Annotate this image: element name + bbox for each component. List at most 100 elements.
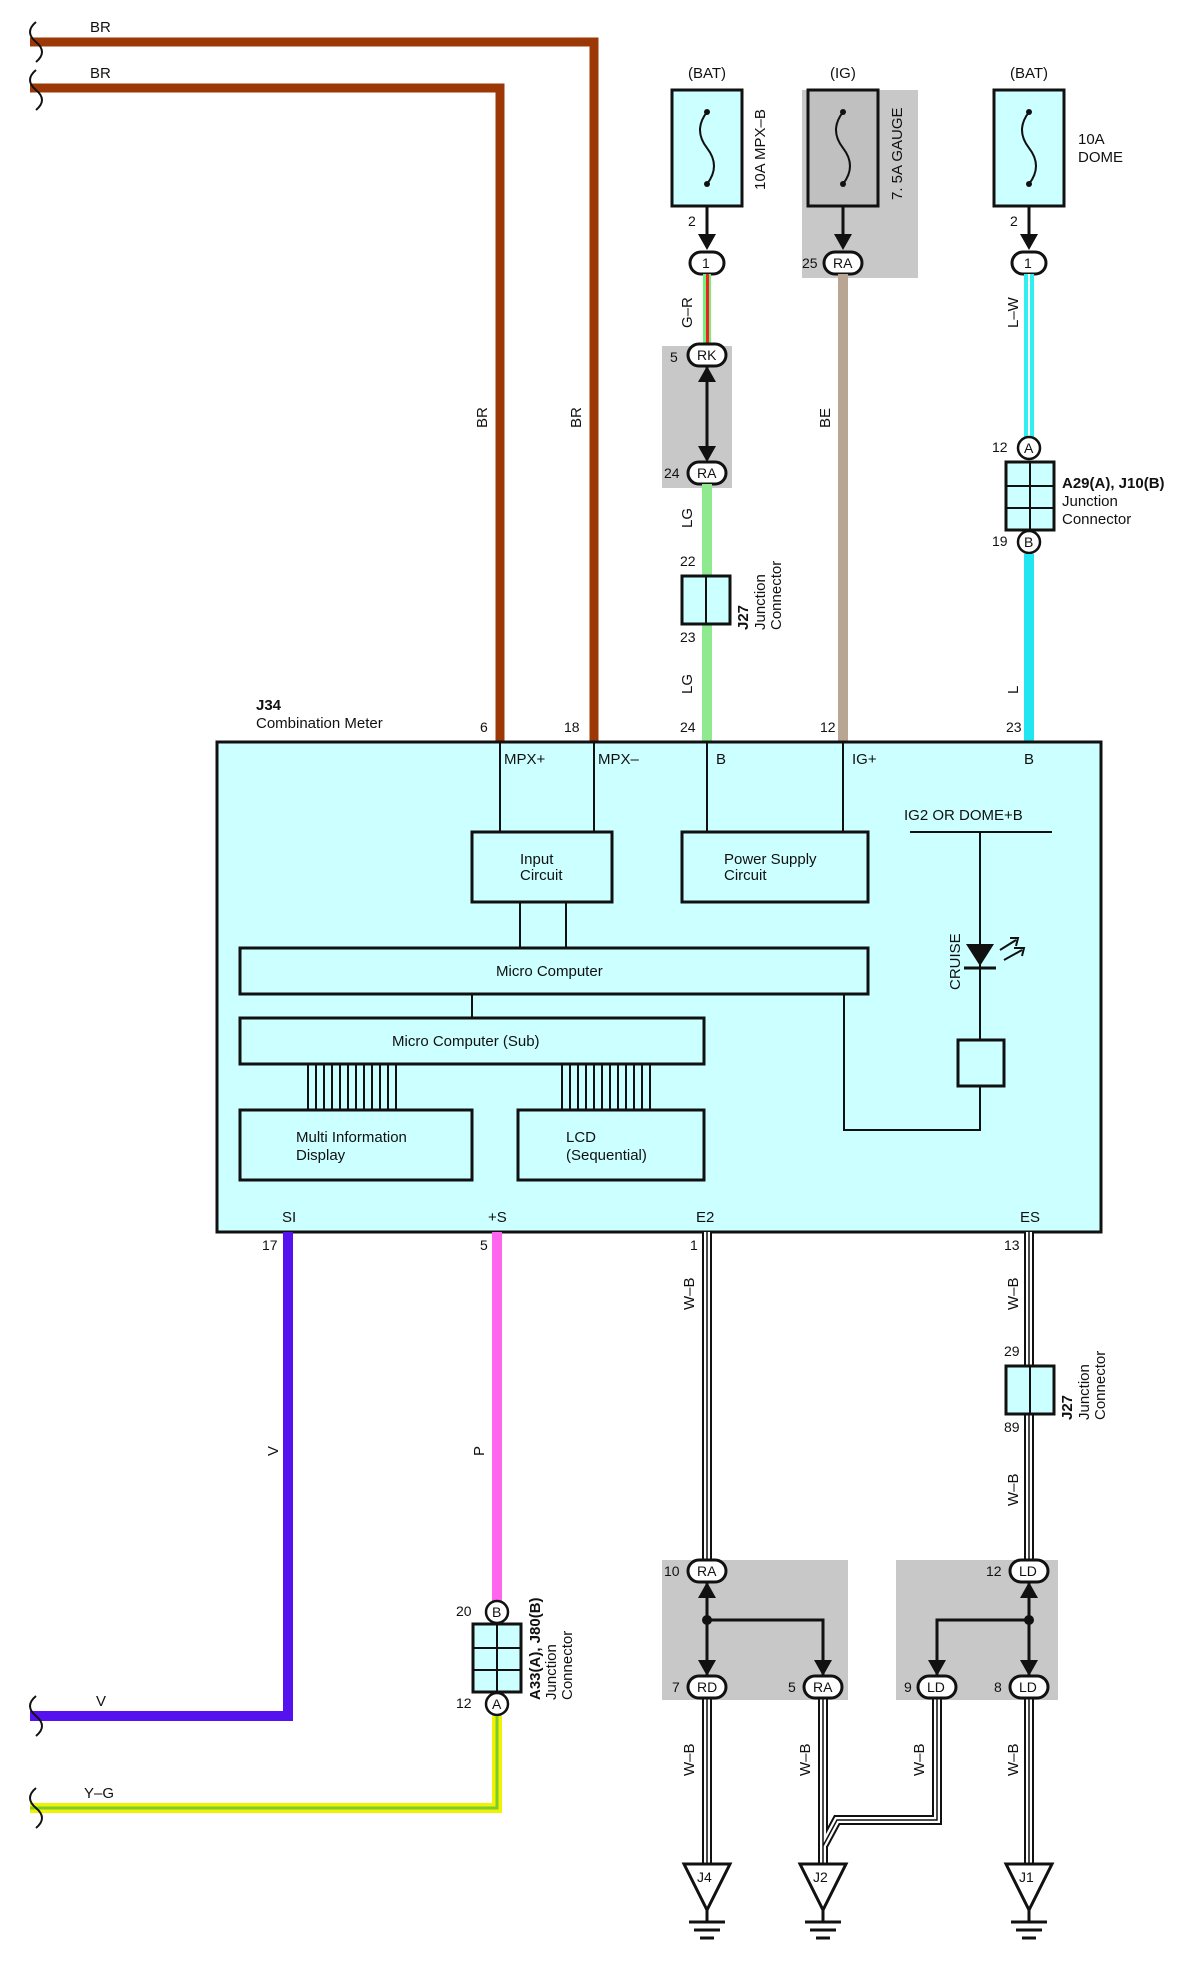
wire-label-y-g: Y–G [84,1785,114,1802]
j27-top-pin-in: 22 [680,553,696,569]
term-es: ES [1020,1209,1040,1226]
meter-code: J34 [256,697,282,714]
wire-label-l: L [1005,686,1022,694]
a33-pin-a: 12 [456,1695,472,1711]
micro-computer-sub-box [238,1016,706,1066]
input-circuit-box [470,830,614,904]
fuse-icon [835,109,851,187]
micro-computer-label: Micro Computer [496,963,603,980]
j27-top-code: J27 [735,605,752,630]
fuse3-rating-line1: 10A [1078,131,1105,148]
a29-pin-a: 12 [992,439,1008,455]
wire-label-g-r: G–R [679,297,696,328]
multi-info-line2: Display [296,1147,346,1164]
j27-bottom-pin-out: 89 [1004,1419,1020,1435]
a29-pin-b: 19 [992,533,1008,549]
wire-label-wb-es-upper: W–B [1005,1277,1022,1310]
ra5-pin: 5 [788,1679,796,1695]
lcd-box [516,1108,706,1182]
splice-right [928,1582,1038,1676]
ld12-label: LD [1019,1563,1037,1579]
wire-label-v-vertical: V [265,1446,282,1456]
fuse1-supply: (BAT) [688,65,726,82]
a29-tag-a-circle [1016,435,1042,461]
input-circuit-line1: Input [520,851,554,868]
a33-line2: Connector [559,1631,576,1700]
fuse2-arrow [834,234,852,250]
wire-y-g-stripe [30,1716,499,1810]
fuse3-supply: (BAT) [1010,65,1048,82]
wire-br-inner [30,83,505,742]
splice-left [698,1582,832,1676]
pin-top-6: 6 [480,719,488,735]
a29-tag-b-circle [1016,529,1042,555]
led-icon [964,937,1026,970]
break-mark-1 [29,21,43,63]
wire-br-outer [30,37,599,742]
j27-bottom-pin-in: 29 [1004,1343,1020,1359]
break-mark-4 [29,1787,43,1829]
a29-line2: Connector [1062,511,1131,528]
power-supply-box [680,830,870,904]
a33-code: A33(A), J80(B) [527,1597,544,1700]
pin-top-12: 12 [820,719,836,735]
meter-name: Combination Meter [256,715,383,732]
rk-pin: 5 [670,349,678,365]
fuse-icon [699,109,715,187]
input-circuit-line2: Circuit [520,867,563,884]
wire-label-l-w: L–W [1005,296,1022,328]
ground-icon [797,1862,849,1940]
ld12-pin: 12 [986,1563,1002,1579]
lcd-line1: LCD [566,1129,596,1146]
term-mpx-minus: MPX– [598,751,640,768]
fuse3-arrow [1020,234,1038,250]
ld9-pin: 9 [904,1679,912,1695]
bus-lines-left [307,1064,397,1110]
term-e2: E2 [696,1209,714,1226]
wire-label-br-vertical-left: BR [474,407,491,428]
a33-line1: Junction [543,1644,560,1700]
ra10-label: RA [697,1563,717,1579]
multi-info-line1: Multi Information [296,1129,407,1146]
ground-j2-label: J2 [813,1869,828,1885]
wire-label-wb-ld8: W–B [1005,1743,1022,1776]
j27-top-line1: Junction [752,574,769,630]
wb-wires [702,1232,1034,1864]
wire-label-wb-es-lower: W–B [1005,1473,1022,1506]
cruise-label: CRUISE [947,933,964,990]
rk-ra-arrow-up [698,366,716,382]
fuse3-pin: 2 [1010,213,1018,229]
term-plus-s: +S [488,1209,507,1226]
wire-label-lg-lower: LG [679,674,696,694]
wire-label-wb-rd: W–B [681,1743,698,1776]
pin-bottom-5: 5 [480,1237,488,1253]
a29-code: A29(A), J10(B) [1062,475,1165,492]
cruise-return-line [843,994,981,1131]
fuse1-pin: 2 [688,213,696,229]
j27-top-line2: Connector [768,561,785,630]
multi-info-display-box [238,1108,474,1182]
wire-v [30,1232,293,1721]
term-si: SI [282,1209,296,1226]
fuse1-connector-label: 1 [702,255,710,271]
ground-icon [681,1862,733,1940]
fuse3-rating-line2: DOME [1078,149,1123,166]
a29-tag-b: B [1024,534,1033,550]
rk-label: RK [697,347,717,363]
j27-bottom-code: J27 [1059,1395,1076,1420]
wire-g-r-red [706,274,709,354]
rd7-label: RD [697,1679,717,1695]
pin-bottom-13: 13 [1004,1237,1020,1253]
pin-top-23: 23 [1006,719,1022,735]
term-b-right: B [1024,751,1034,768]
micro-computer-sub-label: Micro Computer (Sub) [392,1033,540,1050]
fuse2-pin: 25 [802,255,818,271]
a33-tag-a-circle [484,1691,510,1717]
term-ig-plus: IG+ [852,751,877,768]
wire-label-be: BE [817,408,834,428]
wire-label-wb-ld9: W–B [911,1743,928,1776]
ground-icon [1003,1862,1055,1940]
ground-j4-label: J4 [697,1869,712,1885]
bus-lines-right [561,1064,651,1110]
